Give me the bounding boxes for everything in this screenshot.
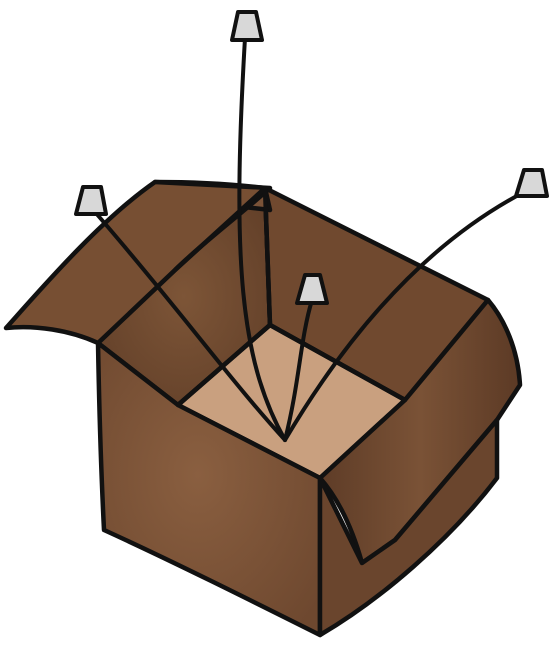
- lamp-strings: [93, 36, 530, 442]
- lamp-shade-icon-center: [295, 273, 329, 305]
- box-front-panel: [95, 340, 323, 638]
- lamp-shade-icon-top: [230, 10, 264, 42]
- lamp-shade-icon-left: [74, 185, 108, 216]
- box-edge-lines: [172, 185, 408, 408]
- lamp-shade-icon-right: [514, 168, 549, 198]
- box-right-panel: [317, 417, 500, 638]
